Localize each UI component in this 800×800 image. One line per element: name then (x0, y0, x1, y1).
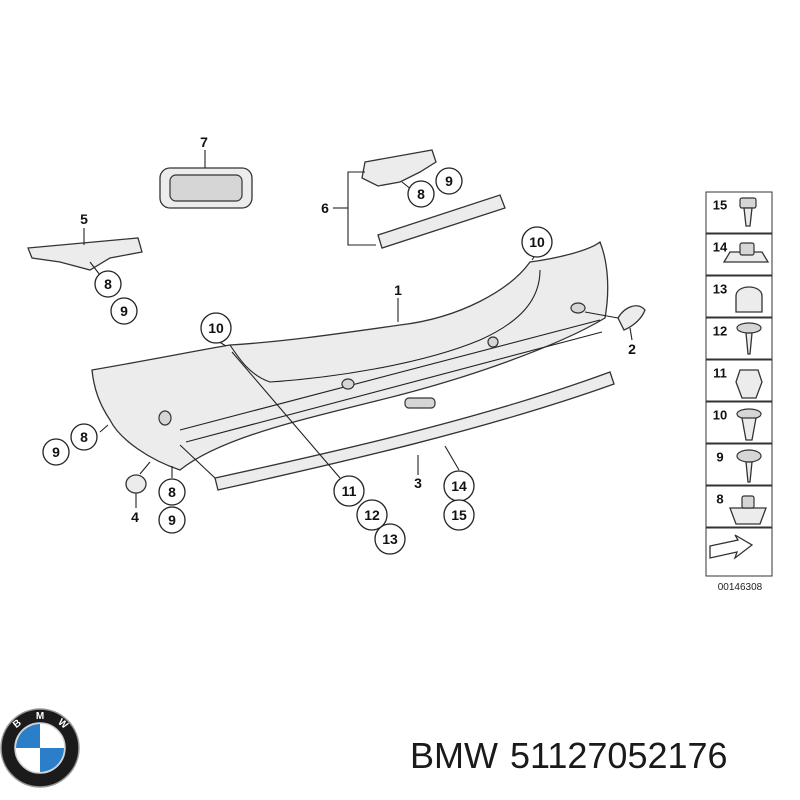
panel-label-13: 13 (713, 282, 727, 297)
callout-7: 7 (200, 134, 208, 150)
part-4-plug (125, 461, 151, 508)
part-3-lower-trim-strip (179, 371, 615, 491)
circled-8-left: 8 (104, 276, 112, 292)
circled-15: 15 (451, 507, 467, 523)
circled-8-bottom: 8 (168, 484, 176, 500)
part-5-side-bracket (27, 228, 143, 276)
bmw-logo: B M W (0, 708, 80, 788)
circled-10-left: 10 (208, 320, 224, 336)
part-2-cover-cap (584, 305, 646, 341)
arrow-icon (709, 534, 754, 560)
panel-label-11: 11 (713, 366, 727, 381)
panel-label-12: 12 (713, 324, 727, 339)
callout-4: 4 (131, 509, 139, 525)
circled-13: 13 (382, 531, 398, 547)
part-7-license-lamp (159, 150, 253, 209)
circled-callouts: 10 10 8 9 8 9 9 8 8 9 11 12 13 14 15 (42, 167, 553, 555)
svg-text:M: M (36, 711, 44, 722)
callout-3: 3 (414, 475, 422, 491)
part-6-trim-strip-assembly (333, 149, 506, 249)
callout-1: 1 (394, 282, 402, 298)
panel-label-10: 10 (713, 408, 727, 423)
circled-9-left: 9 (120, 303, 128, 319)
circled-9-side: 9 (52, 444, 60, 460)
circled-8-top: 8 (417, 186, 425, 202)
part-caption: BMW 51127052176 (410, 735, 790, 777)
part-number: 51127052176 (509, 735, 728, 776)
circled-14: 14 (451, 478, 467, 494)
diagram-code: 00146308 (718, 582, 763, 593)
brand-name: BMW (410, 735, 498, 776)
callout-6: 6 (321, 200, 329, 216)
panel-label-8: 8 (716, 492, 723, 507)
circled-10-top: 10 (529, 234, 545, 250)
circled-9-bottom: 9 (168, 512, 176, 528)
circled-9-top: 9 (445, 173, 453, 189)
part-1-bumper-cover (91, 240, 609, 471)
fastener-panel: 15 14 13 12 11 10 9 8 00146308 (705, 191, 773, 593)
panel-label-9: 9 (716, 450, 723, 465)
panel-label-15: 15 (713, 198, 727, 213)
panel-label-14: 14 (713, 240, 728, 255)
callout-5: 5 (80, 211, 88, 227)
circled-11: 11 (342, 483, 357, 499)
circled-12: 12 (364, 507, 380, 523)
callout-2: 2 (628, 341, 636, 357)
circled-8-side: 8 (80, 429, 88, 445)
